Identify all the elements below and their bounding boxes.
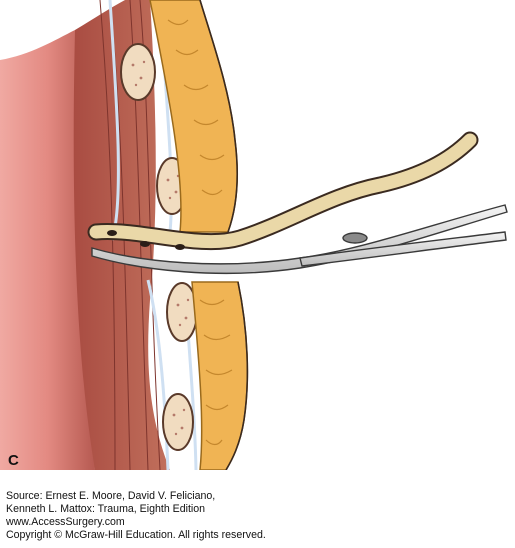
chest-tube-fill [89,133,477,249]
source-line-1: Source: Ernest E. Moore, David V. Felici… [6,490,216,502]
copyright: Copyright © McGraw-Hill Education. All r… [6,529,266,541]
ribs [120,43,198,451]
chest-tube-illustration [0,0,508,470]
source-line-2: Kenneth L. Mattox: Trauma, Eighth Editio… [6,503,206,515]
source-citation: Source: Ernest E. Moore, David V. Felici… [6,490,511,542]
lung-tissue [0,30,95,470]
panel-letter: C [8,452,19,469]
fat-lobules [167,19,233,446]
source-website: www.AccessSurgery.com [6,516,125,528]
skin-edge [199,0,249,470]
tube-side-holes [107,230,185,250]
clamp-instrument [91,204,508,275]
rib-marrow [131,60,190,436]
